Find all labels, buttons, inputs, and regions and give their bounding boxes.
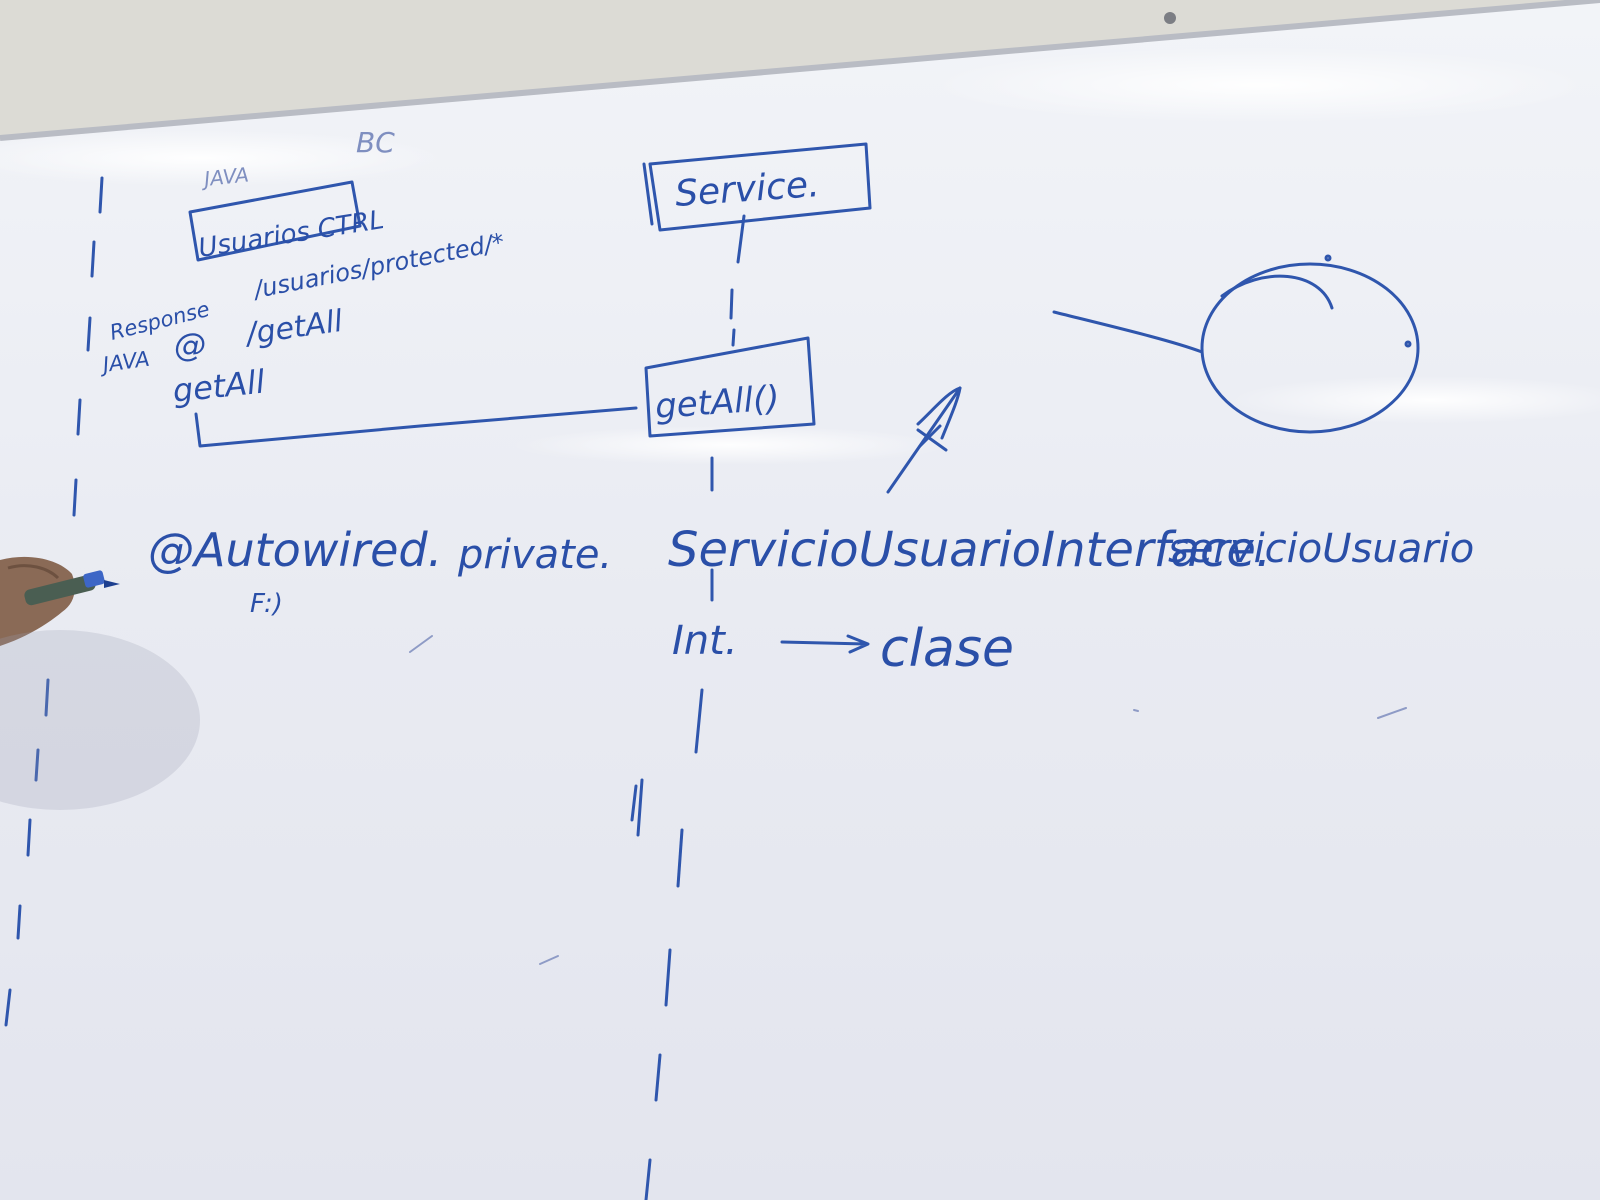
- autowired-text: @Autowired.: [148, 523, 442, 577]
- shadow: [0, 630, 200, 810]
- board-screw: [1164, 12, 1176, 24]
- circle-drawing: [1052, 254, 1420, 434]
- lifeline-center: [630, 214, 746, 1200]
- service-box-label: Service.: [674, 164, 821, 215]
- glare-middle: [510, 425, 950, 465]
- face-text: F:): [250, 589, 283, 619]
- hand-with-marker: [0, 556, 120, 646]
- board-frame: [0, 0, 1600, 141]
- message-arrow: [194, 406, 638, 448]
- x-arrow-icon: [886, 386, 962, 494]
- controller-box: [188, 180, 362, 262]
- faint-bc-text: BC: [356, 126, 395, 159]
- int-text: Int.: [672, 618, 738, 664]
- glare-left: [0, 130, 450, 186]
- at-sign-text: @: [174, 326, 206, 364]
- method-box: [644, 336, 816, 438]
- service-box: [642, 142, 872, 232]
- field-text: servicioUsuario: [1168, 526, 1474, 572]
- glare-top-right: [930, 47, 1590, 123]
- int-arrow-icon: [780, 634, 870, 654]
- faint-java-text: JAVA: [199, 162, 250, 191]
- method-box-label: getAll(): [654, 378, 781, 427]
- stray-marks: [409, 635, 1407, 965]
- clase-text: clase: [880, 619, 1014, 679]
- interface-text: ServicioUsuarioInterface.: [668, 522, 1271, 578]
- glare-right: [1230, 376, 1600, 424]
- private-text: private.: [457, 532, 612, 578]
- lifeline-left: [4, 176, 104, 1027]
